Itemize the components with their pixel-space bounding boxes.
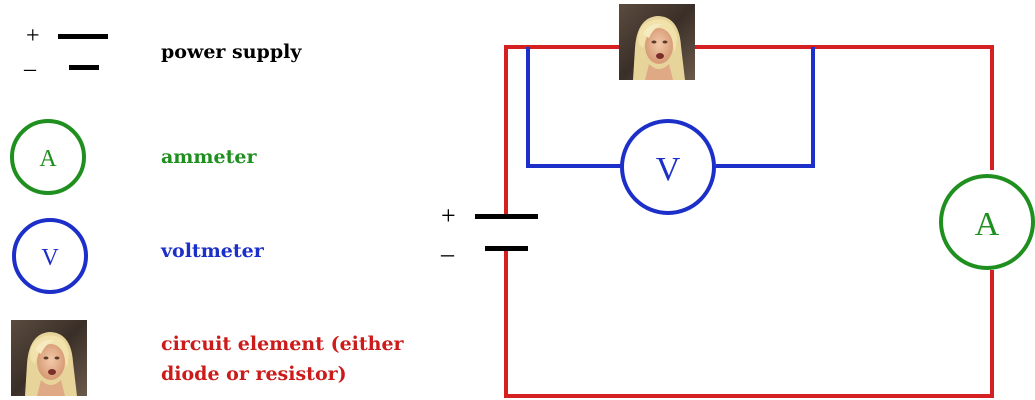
circuit-element-label-line2: diode or resistor) xyxy=(161,363,347,385)
legend-minus-sign: – xyxy=(23,56,37,82)
legend-ammeter-symbol: A xyxy=(39,146,57,172)
battery-plus-sign: + xyxy=(441,201,456,230)
battery-minus-sign: – xyxy=(440,239,455,268)
voltmeter-wire xyxy=(526,47,815,168)
legend-plus-sign: + xyxy=(26,23,40,49)
circuit-element-label-line1: circuit element (either xyxy=(161,333,404,355)
circuit-voltmeter-symbol: V xyxy=(656,151,681,188)
circuit-voltmeter: V xyxy=(620,119,716,215)
circuit-wire xyxy=(504,45,994,398)
legend-voltmeter-icon: V xyxy=(12,218,88,294)
power-supply-label: power supply xyxy=(161,41,302,63)
legend-ammeter-icon: A xyxy=(10,119,86,195)
circuit-battery: + – xyxy=(440,201,538,268)
legend-power-supply-icon: + – xyxy=(23,23,108,82)
circuit-ammeter-symbol: A xyxy=(975,206,1000,243)
legend-voltmeter-symbol: V xyxy=(41,245,59,271)
voltmeter-label: voltmeter xyxy=(161,240,264,262)
circuit-ammeter: A xyxy=(939,174,1035,270)
legend-portrait-photo-icon xyxy=(11,320,87,396)
circuit-portrait-photo-icon xyxy=(619,4,695,80)
ammeter-label: ammeter xyxy=(161,146,257,168)
